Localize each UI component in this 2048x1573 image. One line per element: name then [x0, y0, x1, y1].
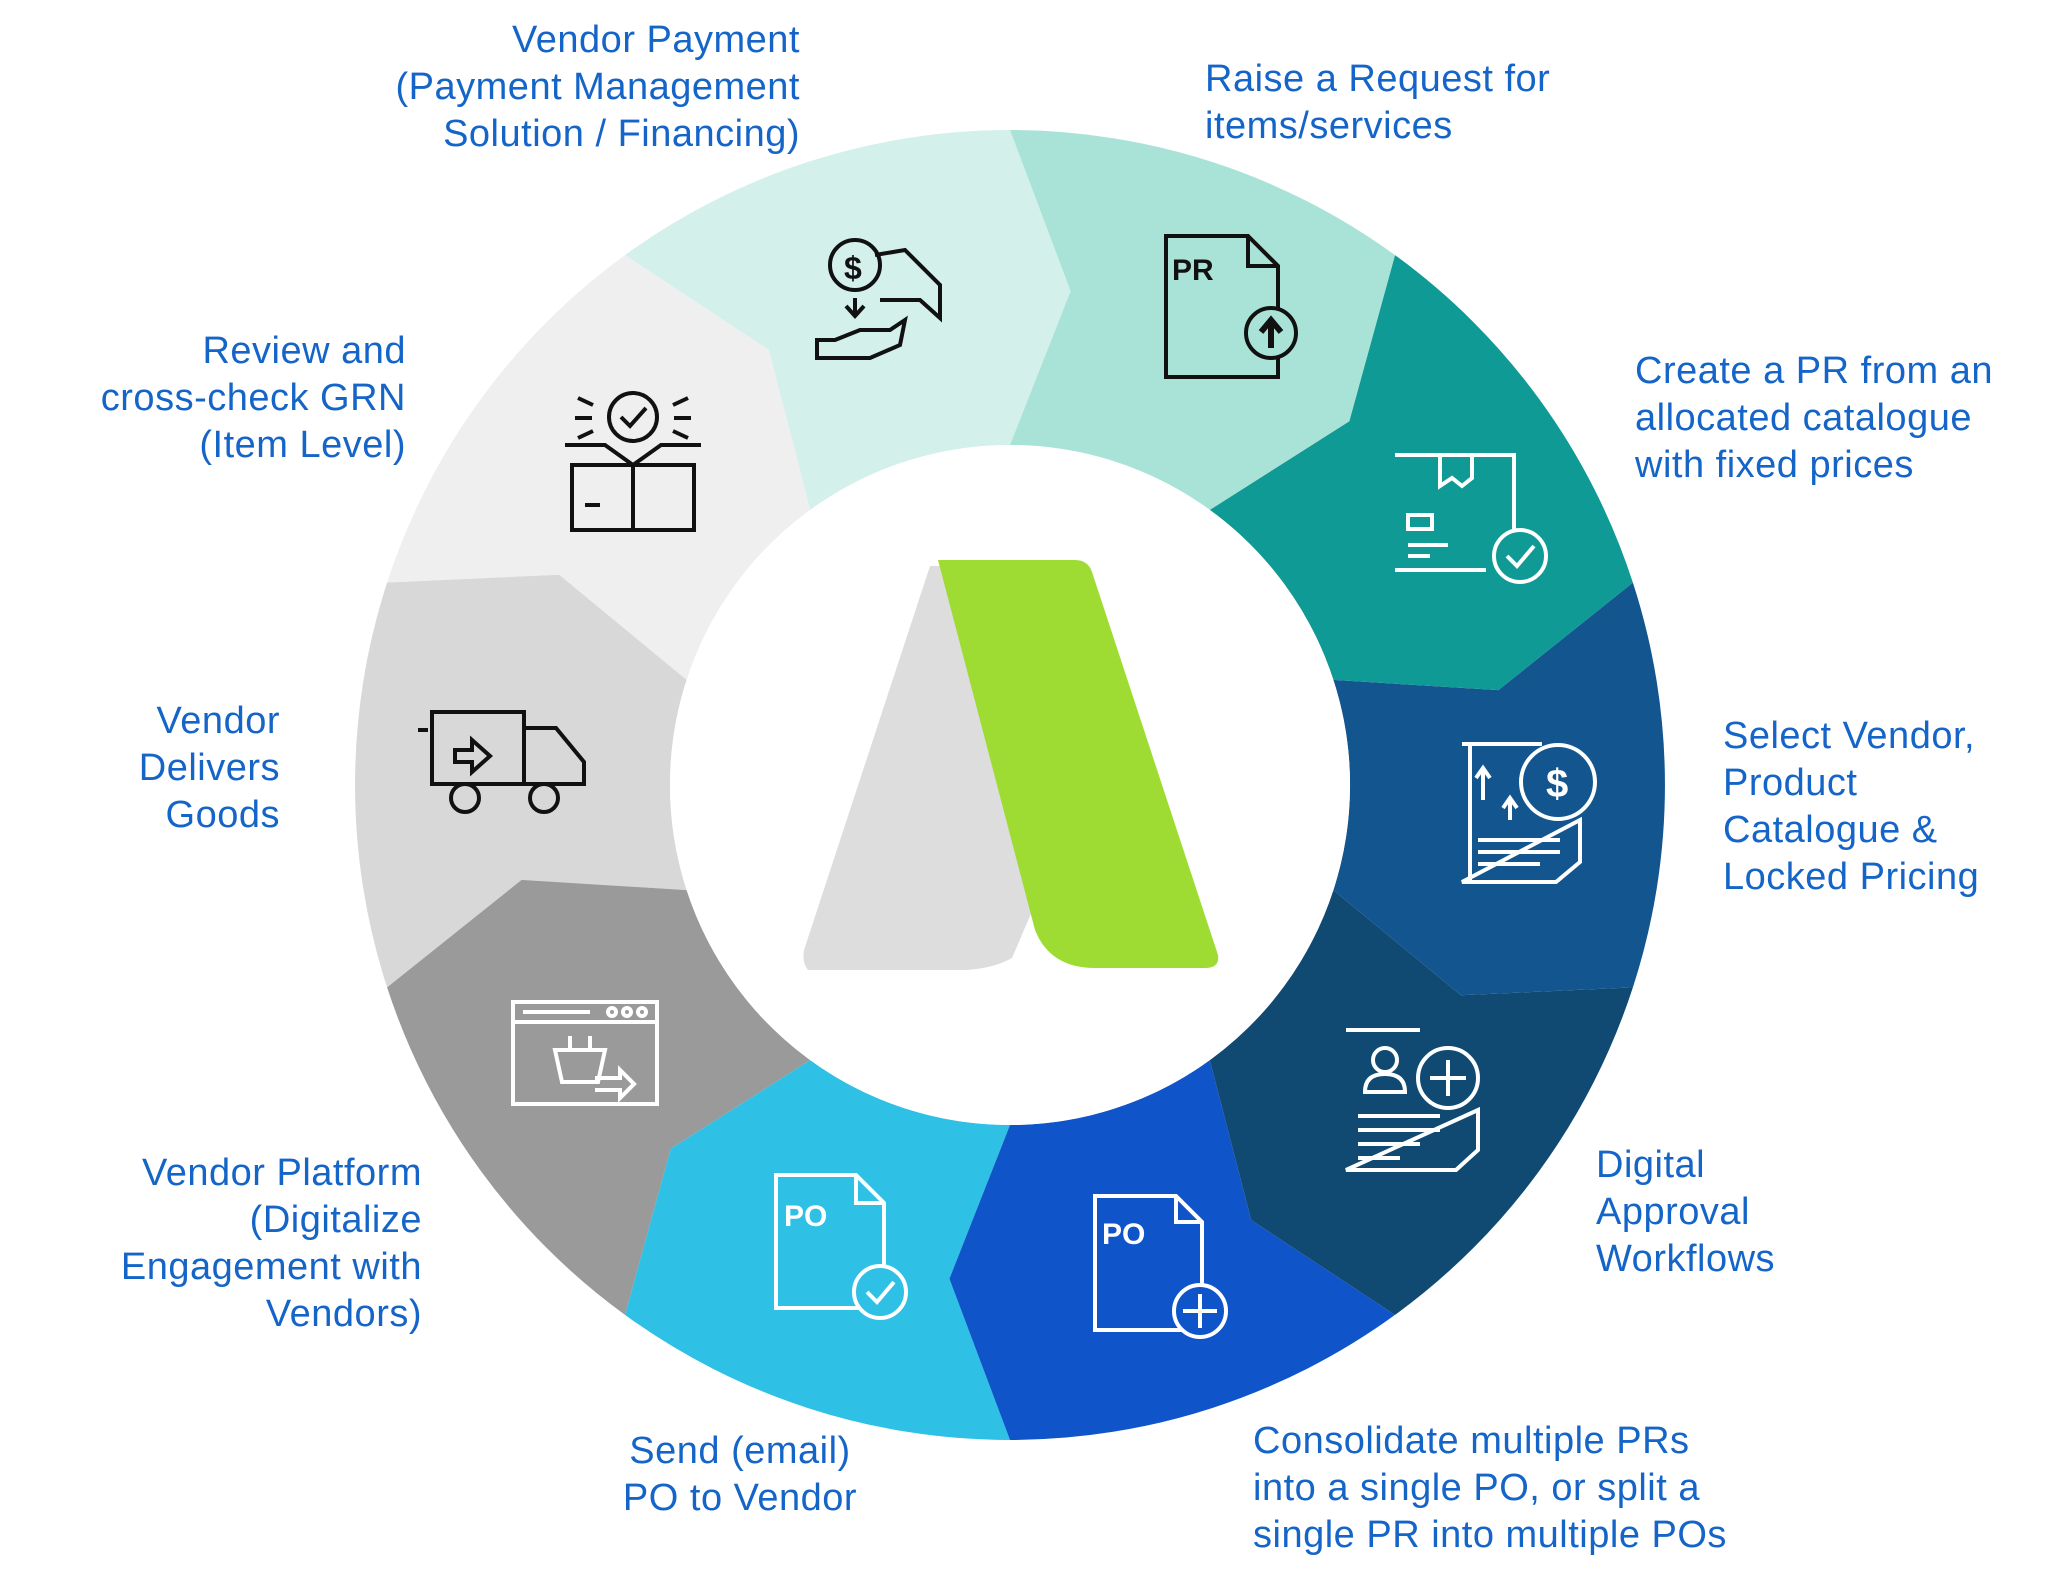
svg-text:PO: PO [1102, 1218, 1145, 1251]
step-label-send-po: Send (email)PO to Vendor [622, 1430, 858, 1519]
payment-hand-coin-icon: $ [815, 238, 942, 360]
segment-raise-request [1010, 130, 1395, 510]
segment-send-po [625, 1060, 1010, 1440]
svg-text:$: $ [1546, 762, 1568, 806]
price-document-icon: $ [1461, 742, 1597, 884]
po-document-check-icon: PO [774, 1173, 908, 1320]
approval-user-add-icon [1345, 1028, 1480, 1172]
segment-consolidate-prs [949, 1060, 1395, 1440]
segment-review-grn [387, 255, 811, 680]
segment-digital-approval [1209, 890, 1633, 1315]
svg-text:PR: PR [1172, 254, 1214, 287]
segment-select-vendor [1333, 582, 1665, 996]
segment-vendor-delivers [355, 574, 687, 988]
segment-vendor-payment [625, 130, 1071, 510]
logo-right-stroke [938, 560, 1219, 968]
svg-text:PO: PO [784, 1200, 827, 1233]
svg-text:$: $ [844, 250, 862, 286]
icons: PR $ [418, 234, 1597, 1339]
delivery-truck-icon [418, 710, 586, 814]
web-platform-basket-icon [511, 1000, 659, 1106]
box-check-icon [565, 391, 701, 532]
po-document-add-icon: PO [1093, 1194, 1228, 1339]
catalogue-box-check-icon [1395, 453, 1548, 584]
cycle-segments [355, 130, 1665, 1440]
pr-document-upload-icon: PR [1164, 234, 1298, 379]
center-logo [803, 560, 1219, 970]
segment-vendor-platform [387, 879, 811, 1315]
